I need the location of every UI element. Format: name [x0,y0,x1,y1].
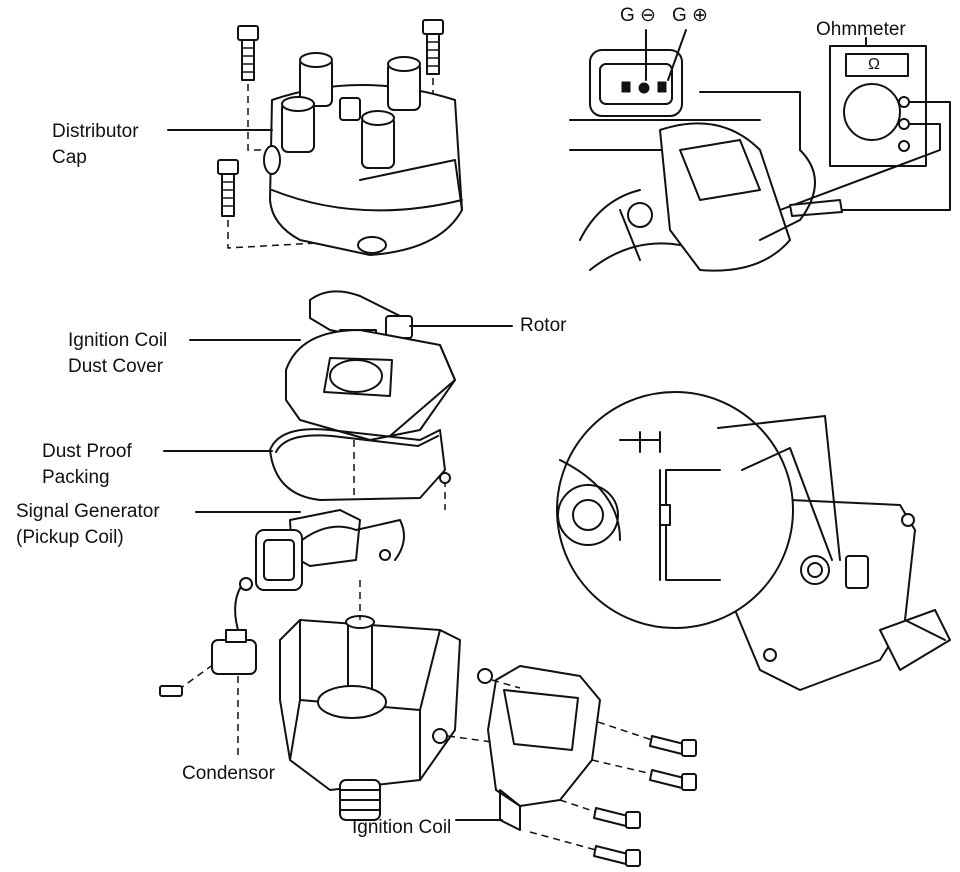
ignition-coil-dust-cover [189,329,456,441]
cap-towers [281,52,421,169]
label-dust-proof-packing-line1: Dust Proof [42,441,132,462]
dust-proof-packing [163,428,451,510]
label-distributor-cap-line2: Cap [52,147,87,168]
label-terminal-g-minus: G ⊖ [620,5,656,26]
ohmmeter-symbol: Ω [868,56,880,73]
air-gap-detail-drawing [556,391,951,691]
cap-bolt-left [237,25,259,81]
rotor-and-cover-drawing [163,290,513,510]
pickup-connector [589,29,687,117]
label-terminal-g-plus: G ⊕ [672,5,708,26]
label-rotor: Rotor [520,315,567,336]
ohmmeter-test-drawing [569,29,951,272]
ignition-coil-drawing [432,665,697,867]
distributor-housing-drawing [279,580,461,821]
coil-bolts [529,721,697,867]
distributor-cap-drawing [167,19,463,256]
cap-bolt-right [422,19,444,75]
label-ohmmeter: Ohmmeter [816,19,906,40]
label-signal-generator-line2: (Pickup Coil) [16,527,124,548]
label-ignition-coil: Ignition Coil [352,817,452,838]
label-signal-generator-line1: Signal Generator [16,501,160,522]
label-condensor: Condensor [182,763,275,784]
label-ignition-coil-dust-cover-line2: Dust Cover [68,356,164,377]
cap-bolt-lower [217,159,239,217]
ohmmeter [829,45,927,167]
label-distributor-cap-line1: Distributor [52,121,139,142]
label-ignition-coil-dust-cover-line1: Ignition Coil [68,330,168,351]
label-dust-proof-packing-line2: Packing [42,467,110,488]
condensor-drawing [159,577,257,756]
signal-generator-drawing [195,509,405,591]
